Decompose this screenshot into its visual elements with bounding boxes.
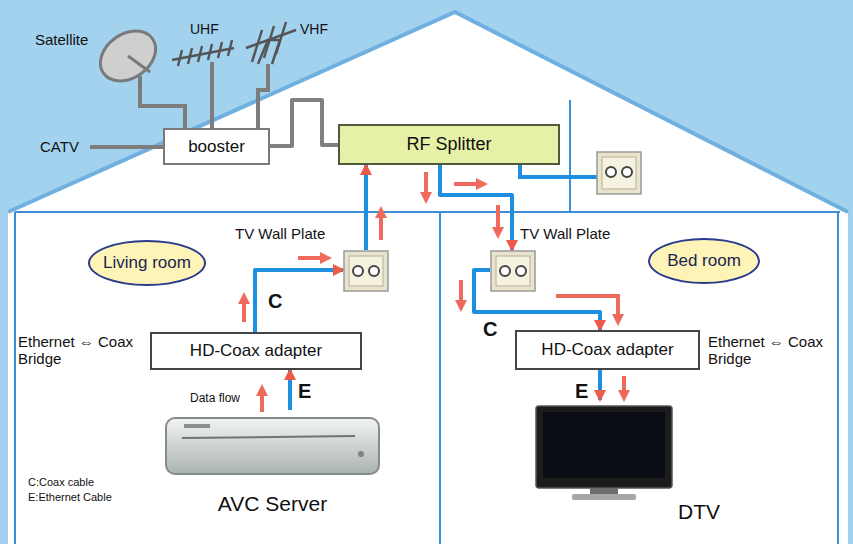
server-body	[166, 418, 379, 474]
free-label: C:Coax cable	[28, 476, 94, 489]
free-label: E:Ethernet Cable	[28, 491, 112, 504]
plate-face	[349, 256, 383, 286]
plate-frame	[344, 251, 388, 291]
wall-line	[837, 212, 839, 544]
coax-socket	[500, 266, 510, 276]
tv-stand	[572, 494, 636, 500]
button	[358, 451, 364, 457]
tv-device: DTV	[530, 400, 720, 525]
wall-plate-icon	[343, 250, 389, 292]
tv-neck	[590, 488, 618, 494]
room-oval: Living room	[88, 240, 206, 286]
node-text: booster	[188, 137, 245, 157]
free-label: E	[575, 380, 588, 403]
node-text: AVC Server	[160, 492, 385, 516]
wall-plate: TV Wall Plate	[490, 250, 536, 292]
free-label: UHF	[190, 21, 219, 37]
node-text: RF Splitter	[406, 134, 491, 155]
free-label: Ethernet ⇔ Coax Bridge	[708, 333, 850, 368]
splitter-box: RF Splitter	[338, 124, 560, 165]
coax-connector	[288, 370, 292, 410]
wall-plate: TV Wall Plate	[343, 250, 389, 292]
node-text: DTV	[678, 500, 720, 524]
tv-screen	[543, 412, 665, 478]
house-body	[8, 12, 848, 544]
plate-face	[496, 256, 530, 286]
coax-socket	[516, 266, 526, 276]
wall-plate-icon	[490, 250, 536, 292]
satellite-dish	[91, 21, 165, 91]
coax-socket	[353, 266, 363, 276]
coax-connector	[270, 100, 338, 146]
server-icon	[160, 410, 385, 482]
roof-outline	[8, 12, 848, 212]
node-text: TV Wall Plate	[520, 225, 610, 242]
free-label: CATV	[40, 138, 79, 155]
coax-connector	[598, 370, 602, 400]
free-label: Data flow	[190, 392, 240, 406]
room-oval: Bed room	[648, 238, 760, 284]
coax-cable	[520, 165, 597, 177]
free-label: C	[483, 318, 497, 341]
room-divider	[439, 212, 441, 544]
wall-line	[14, 212, 16, 544]
booster-box: booster	[163, 128, 270, 165]
logo-plate	[184, 424, 210, 428]
node-text: Living room	[103, 253, 191, 273]
uhf-antenna	[172, 40, 234, 66]
free-label: Ethernet ⇔ Coax Bridge	[18, 333, 143, 368]
disc-slot	[182, 436, 355, 438]
free-label: E	[298, 380, 311, 403]
coax-connector	[364, 165, 368, 250]
coax-connector	[255, 270, 343, 332]
adapter-box: HD-Coax adapter	[515, 330, 700, 370]
adapter-box: HD-Coax adapter	[150, 332, 362, 370]
vhf-antenna	[246, 22, 296, 64]
plate-frame	[491, 251, 535, 291]
tv-bezel	[536, 406, 672, 488]
node-text: HD-Coax adapter	[541, 340, 673, 360]
node-text: Bed room	[667, 251, 741, 271]
node-text: TV Wall Plate	[235, 225, 325, 242]
attic-divider	[569, 100, 571, 212]
wall-plate-icon	[597, 152, 641, 194]
free-label: Satellite	[35, 31, 88, 48]
server-device: AVC Server	[160, 410, 385, 522]
coax-socket	[369, 266, 379, 276]
free-label: C	[268, 290, 282, 313]
coax-connector	[440, 165, 512, 250]
tv-icon	[532, 400, 678, 502]
node-text: HD-Coax adapter	[190, 341, 322, 361]
free-label: VHF	[300, 21, 328, 37]
floor-line	[15, 211, 840, 213]
